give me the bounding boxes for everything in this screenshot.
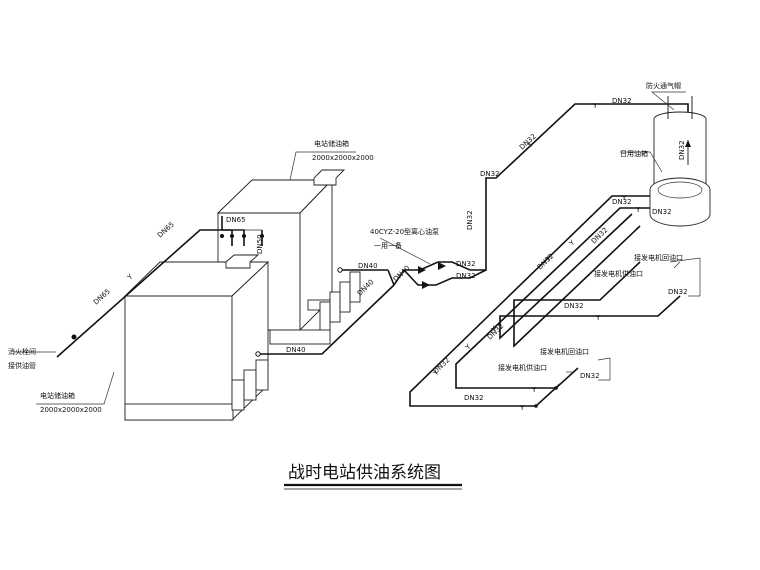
pipe-size-label: DN32 [456, 260, 476, 268]
svg-text:Y: Y [635, 206, 641, 214]
front-storage-tank [123, 254, 270, 422]
pump-model-label: 40CYZ-20型离心油泵 [370, 227, 439, 236]
pipe-size-label: DN32 [668, 288, 688, 296]
svg-text:Y: Y [525, 140, 535, 150]
supply-riser-to-day-tank: Y Y [485, 102, 689, 262]
pipe-size-label: DN32 [652, 208, 672, 216]
svg-text:Y: Y [431, 368, 441, 378]
pipe-size-label: DN32 [486, 322, 506, 341]
pipe-size-label: DN40 [358, 262, 378, 270]
pump-note-label: 一用一备 [374, 241, 402, 250]
back-tank-label: 电站储油箱 [314, 139, 349, 148]
svg-text:Y: Y [621, 194, 627, 202]
pipe-size-label: DN32 [432, 356, 452, 375]
svg-text:Y: Y [592, 102, 598, 110]
pipe-size-label: DN65 [92, 287, 112, 306]
dn65-inlet-pipe: Y [56, 216, 264, 358]
svg-text:Y: Y [489, 324, 499, 334]
svg-text:Y: Y [463, 342, 473, 352]
svg-text:Y: Y [519, 404, 525, 412]
pipe-size-label: DN32 [464, 394, 484, 402]
pipe-size-label: DN65 [226, 216, 246, 224]
diagram-title: 战时电站供油系统图 [288, 463, 441, 483]
centrifugal-pump-assembly [379, 237, 487, 289]
external-label-2: 接供油管 [8, 361, 36, 370]
pipe-size-label: DN32 [480, 170, 500, 178]
svg-text:Y: Y [567, 238, 577, 248]
svg-text:Y: Y [543, 254, 553, 264]
day-oil-tank [649, 96, 711, 227]
front-tank-label: 电站储油箱 [40, 391, 75, 400]
external-label-1: 消火栓间 [8, 347, 36, 356]
front-tank-size: 2000x2000x2000 [40, 406, 102, 414]
pipe-size-label: DN32 [612, 198, 632, 206]
pipe-size-label: DN32 [612, 97, 632, 105]
gen2-return-label: 接发电机回油口 [540, 347, 589, 356]
pipe-size-label: DN32 [536, 252, 556, 271]
gen1-return-label: 接发电机回油口 [634, 253, 683, 262]
pipe-size-label: DN32 [678, 140, 686, 160]
pipe-size-label: DN32 [580, 372, 600, 380]
gen1-supply-label: 接发电机供油口 [594, 269, 643, 278]
svg-text:Y: Y [531, 386, 537, 394]
svg-text:Y: Y [125, 272, 135, 282]
vent-cap-label: 防火通气帽 [646, 81, 681, 90]
pipe-size-label: DN40 [286, 346, 306, 354]
gen2-supply-label: 接发电机供油口 [498, 363, 547, 372]
back-tank-size: 2000x2000x2000 [312, 154, 374, 162]
pipe-size-label: DN32 [466, 210, 474, 230]
generator-distribution-piping: Y Y Y Y Y Y Y Y Y Y [409, 194, 701, 412]
leader-lines [14, 91, 686, 405]
pipe-size-label: DN32 [590, 226, 610, 245]
dn40-suction-lines [255, 267, 395, 357]
pipe-size-label: DN65 [156, 220, 176, 239]
svg-text:Y: Y [595, 314, 601, 322]
pipe-size-label: DN32 [456, 272, 476, 280]
day-tank-label: 日用油箱 [620, 149, 648, 158]
pipe-size-label: DN50 [256, 234, 264, 254]
pipe-size-label: DN32 [564, 302, 584, 310]
